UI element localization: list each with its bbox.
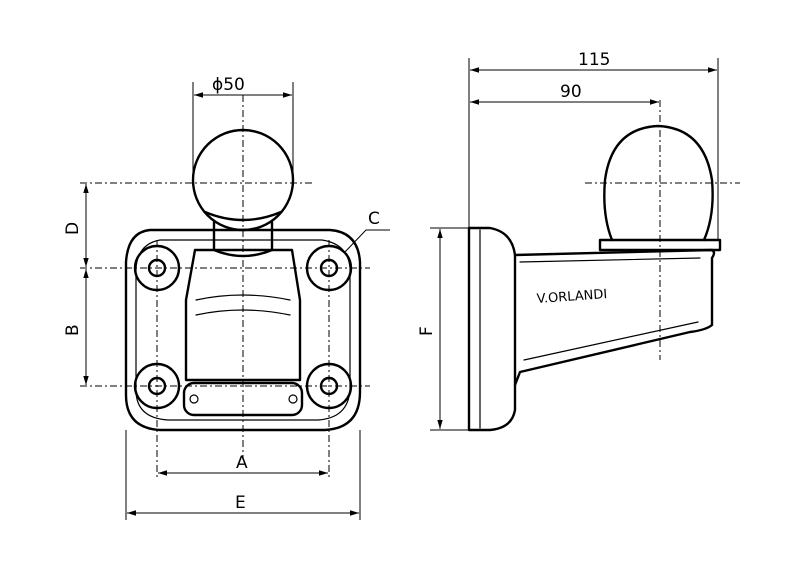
dim-90-label: 90 [560,82,582,102]
side-flange [467,226,517,432]
side-arm [513,248,716,387]
brand-text: V.ORLANDI [536,287,607,307]
side-view: V.ORLANDI 115 90 F [417,50,740,432]
side-arm-edge [519,257,701,361]
dim-d-label: D [63,222,83,235]
dim-f-label: F [417,326,437,336]
callout-c-label: C [368,209,380,229]
front-view: ϕ50 D B A E C [63,75,390,520]
front-central-body [184,248,302,382]
front-plate-outline [124,228,362,432]
dim-e-label: E [235,493,246,513]
dim-115-label: 115 [578,50,610,70]
dim-b-label: B [63,324,83,336]
dim-diameter-label: ϕ50 [212,75,245,95]
dim-a-label: A [236,453,248,473]
side-ball [603,124,714,242]
callout-c-leader [343,229,390,254]
pin-left [189,394,199,404]
pin-right [288,394,298,404]
